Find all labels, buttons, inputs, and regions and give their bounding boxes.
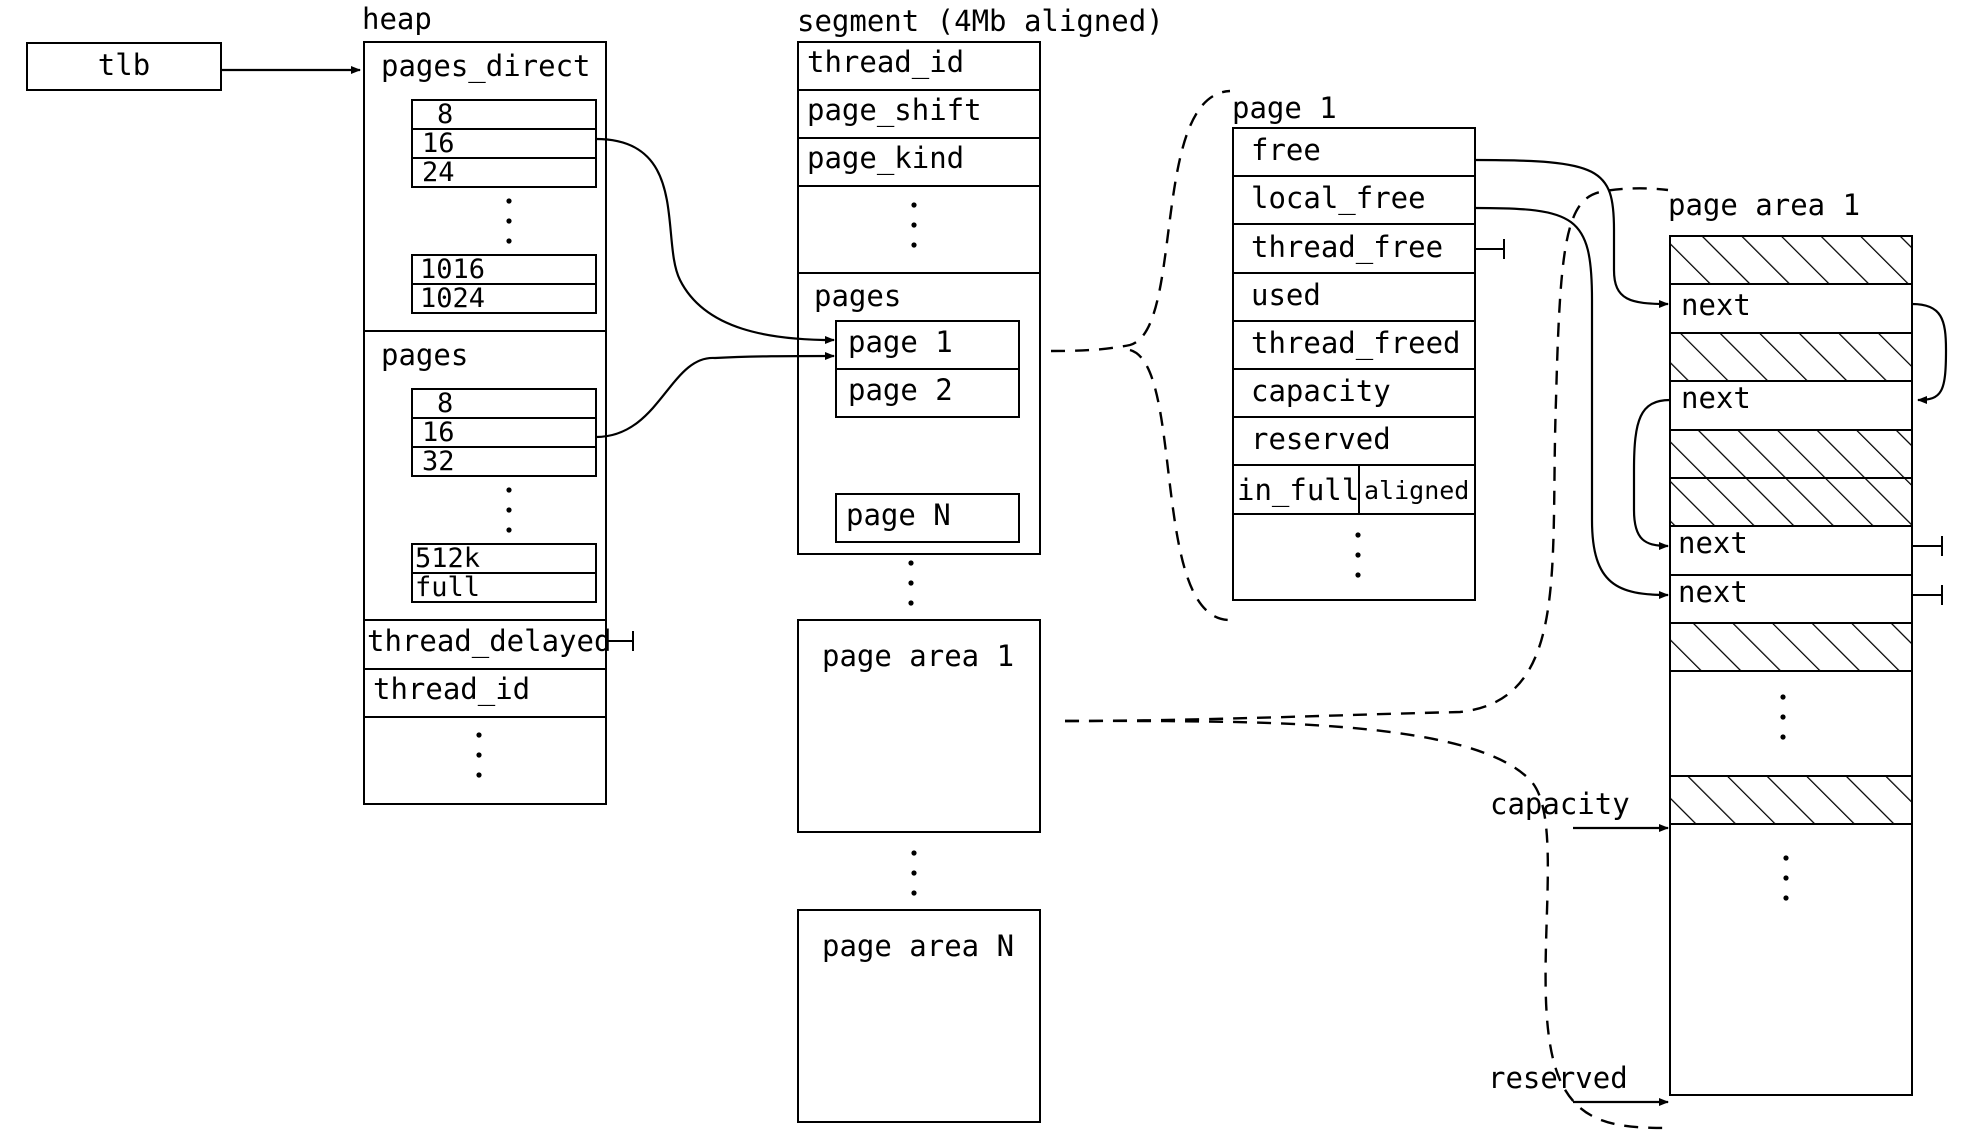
page1-field: thread_free	[1251, 230, 1443, 265]
next-pointer-arrow	[1632, 398, 1671, 550]
pages-cell: 16	[422, 417, 455, 448]
page1-aligned: aligned	[1364, 476, 1469, 505]
segment-field: page_kind	[807, 141, 964, 176]
ellipsis	[1783, 855, 1789, 901]
segment-page-label: page 1	[848, 325, 953, 359]
used-block	[1669, 622, 1913, 672]
pages-cell: 512k	[415, 543, 480, 574]
segment-field: thread_id	[807, 45, 964, 80]
used-block	[1669, 775, 1913, 825]
page-area-label: page area N	[822, 929, 1014, 963]
page1-struct: page 1 free local_free thread_free used …	[1232, 91, 1505, 601]
page1-field: capacity	[1251, 374, 1391, 408]
page-area-1-struct: page area 1 next next next next	[1488, 188, 1948, 1106]
page1-field: used	[1251, 278, 1321, 312]
ellipsis	[908, 560, 914, 606]
segment-page-label: page N	[846, 498, 951, 532]
pages-direct-cell: 8	[437, 99, 453, 130]
pages-label: pages	[381, 338, 468, 372]
pages-direct-cell: 1024	[420, 283, 485, 314]
page1-expand-dashed	[1129, 348, 1231, 622]
heap-thread-delayed: thread_delayed	[367, 624, 611, 659]
page1-expand-dashed	[1050, 89, 1231, 353]
used-block	[1669, 477, 1913, 527]
free-block-next: next	[1678, 526, 1748, 560]
page1-field: thread_freed	[1251, 326, 1461, 361]
pages-to-page-1-arrow	[595, 352, 835, 439]
page-area-title: page area 1	[1668, 188, 1860, 222]
segment-field: page_shift	[807, 93, 982, 128]
ellipsis	[506, 487, 512, 533]
free-block-next: next	[1681, 381, 1751, 415]
segment-page-label: page 2	[848, 373, 953, 407]
page-area-expand-dashed	[1064, 187, 1669, 723]
pages-cell: 8	[437, 388, 453, 419]
free-block-next: next	[1681, 288, 1751, 322]
segment-title: segment (4Mb aligned)	[797, 4, 1164, 38]
page1-in-full: in_full	[1237, 473, 1359, 508]
pages-direct-array: 8 16 24 1016 1024	[411, 99, 597, 314]
pages-direct-cell: 24	[422, 157, 455, 188]
capacity-label: capacity	[1490, 787, 1630, 821]
pages-direct-cell: 1016	[420, 254, 485, 285]
segment-page-1	[835, 320, 1020, 370]
ellipsis	[476, 732, 482, 778]
ellipsis	[1780, 694, 1786, 740]
ellipsis	[911, 850, 917, 896]
used-block	[1669, 235, 1913, 285]
free-block-next: next	[1678, 575, 1748, 609]
pages-direct-label: pages_direct	[381, 49, 591, 84]
tlb-box: tlb	[26, 42, 222, 91]
heap-struct: heap pages_direct 8 16 24 1016 1024 page…	[362, 2, 634, 805]
pages-cell: 32	[422, 446, 455, 477]
segment-page-area-n: page area N	[797, 909, 1041, 1123]
ellipsis	[506, 198, 512, 244]
free-list-arrow	[1474, 158, 1669, 308]
local-free-list-arrow	[1474, 206, 1669, 599]
segment-pages-label: pages	[814, 279, 901, 313]
ellipsis	[1355, 532, 1361, 578]
page-area-label: page area 1	[822, 639, 1014, 673]
segment-struct: segment (4Mb aligned) thread_id page_shi…	[797, 4, 1164, 555]
next-pointer-arrow	[1911, 302, 1948, 404]
ellipsis	[911, 202, 917, 248]
reserved-label: reserved	[1488, 1061, 1628, 1095]
segment-page-n	[835, 493, 1020, 543]
tlb-label: tlb	[98, 48, 150, 82]
heap-thread-id: thread_id	[373, 672, 530, 707]
used-block	[1669, 429, 1913, 479]
pages-direct-to-page-1-arrow	[595, 137, 835, 344]
pages-direct-cell: 16	[422, 128, 455, 159]
page1-field: free	[1251, 133, 1321, 167]
page1-field: local_free	[1251, 181, 1426, 216]
page-area-expand-dashed	[1064, 719, 1669, 1130]
segment-page-area-1: page area 1	[797, 619, 1041, 833]
segment-page-2	[835, 368, 1020, 418]
used-block	[1669, 332, 1913, 382]
pages-array: 8 16 32 512k full	[411, 388, 597, 603]
page1-title: page 1	[1232, 91, 1337, 125]
page1-field: reserved	[1251, 422, 1391, 456]
pages-cell: full	[415, 572, 480, 603]
heap-title: heap	[362, 2, 432, 36]
